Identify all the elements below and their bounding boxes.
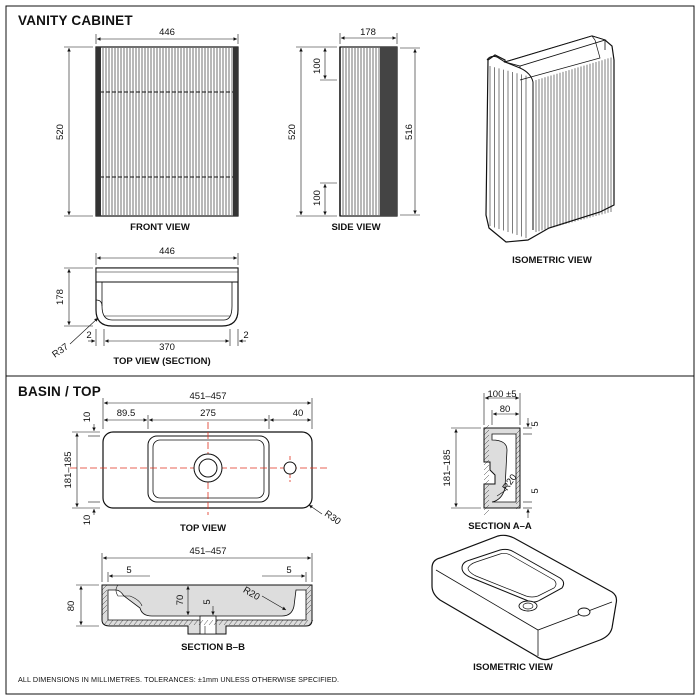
bb-80-dim: 80: [66, 601, 77, 612]
cabinet-isometric-label: ISOMETRIC VIEW: [512, 255, 592, 266]
section-aa-label: SECTION A–A: [468, 521, 532, 532]
top-depth-dim: 178: [55, 289, 66, 305]
top-width-dim: 446: [159, 246, 175, 257]
basin-top-title: BASIN / TOP: [18, 384, 101, 399]
cabinet-isometric: [485, 35, 615, 243]
side-top-100-dim: 100: [312, 58, 323, 74]
front-view-label: FRONT VIEW: [130, 222, 190, 233]
front-width-dim: 446: [159, 27, 175, 38]
bb-70-dim: 70: [175, 595, 186, 606]
basin-40-dim: 40: [293, 408, 304, 419]
side-view: [296, 33, 420, 217]
section-aa: [451, 393, 532, 518]
aa-depth-dim: 181–185: [442, 450, 453, 487]
dimensions-footnote: ALL DIMENSIONS IN MILLIMETRES. TOLERANCE…: [18, 675, 340, 684]
side-view-label: SIDE VIEW: [331, 222, 381, 233]
basin-89-dim: 89.5: [117, 408, 136, 419]
aa-80-dim: 80: [500, 404, 511, 415]
basin-width-dim: 451–457: [190, 391, 227, 402]
basin-isometric: [431, 534, 618, 661]
bb-5-left-dim: 5: [126, 565, 131, 576]
basin-isometric-label: ISOMETRIC VIEW: [473, 662, 553, 673]
bb-5-mid-dim: 5: [202, 599, 213, 604]
top-view-section: [64, 253, 246, 346]
basin-r30-dim: R30: [322, 508, 343, 527]
basin-top-view-label: TOP VIEW: [179, 523, 227, 534]
section-bb-label: SECTION B–B: [181, 642, 245, 653]
vanity-cabinet-title: VANITY CABINET: [18, 13, 133, 28]
basin-depth-dim: 181–185: [63, 452, 74, 489]
aa-5-bottom-dim: 5: [530, 488, 541, 493]
basin-bottom-10-dim: 10: [82, 515, 93, 526]
aa-5-top-dim: 5: [530, 421, 541, 426]
top-view-section-label: TOP VIEW (SECTION): [113, 356, 211, 367]
top-left-2-dim: 2: [86, 330, 91, 341]
top-right-2-dim: 2: [243, 330, 248, 341]
sheet-border: [5, 5, 695, 695]
side-bottom-100-dim: 100: [312, 190, 323, 206]
side-depth-dim: 178: [360, 27, 376, 38]
side-height-right-dim: 516: [404, 124, 415, 140]
bb-width-dim: 451–457: [190, 546, 227, 557]
basin-top-view: [70, 398, 330, 515]
section-bb: [76, 553, 314, 635]
top-inner-dim: 370: [159, 342, 175, 353]
basin-top-10-dim: 10: [82, 412, 93, 423]
top-radius-dim: R37: [50, 341, 71, 360]
bb-5-right-dim: 5: [286, 565, 291, 576]
basin-275-dim: 275: [200, 408, 216, 419]
front-view: [64, 34, 239, 217]
side-height-left-dim: 520: [287, 124, 298, 140]
front-height-dim: 520: [55, 124, 66, 140]
aa-100-dim: 100 ±5: [488, 389, 517, 400]
